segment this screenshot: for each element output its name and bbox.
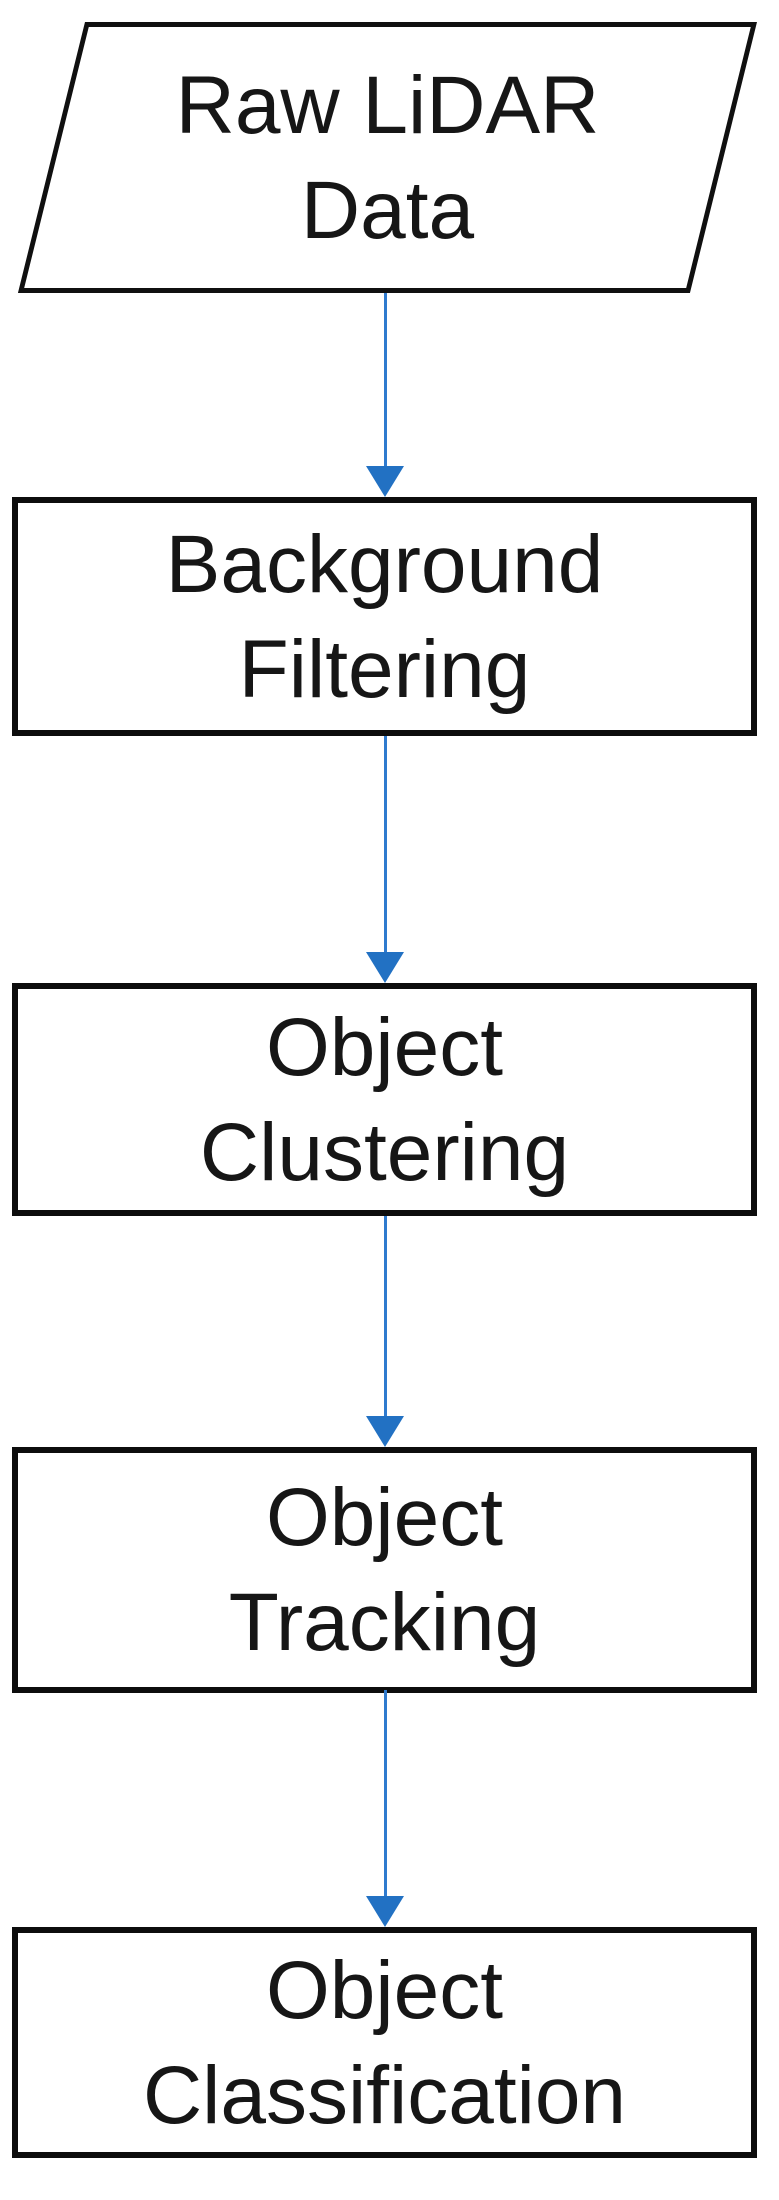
node-object-clustering-label: Object Clustering [18,989,751,1210]
arrow-down-icon [366,1896,404,1927]
arrow-connector [384,293,387,467]
node-label-line: Tracking [228,1577,541,1668]
arrow-down-icon [366,1416,404,1447]
node-object-clustering: Object Clustering [12,983,757,1216]
node-object-tracking: Object Tracking [12,1447,757,1693]
node-label-line: Object [266,1001,503,1093]
arrow-down-icon [366,466,404,497]
node-label-line: Filtering [238,623,531,715]
node-object-classification: Object Classification [12,1927,757,2158]
node-raw-lidar-data: Raw LiDAR Data [18,22,757,293]
arrow-connector [384,736,387,953]
node-raw-lidar-data-label: Raw LiDAR Data [18,22,757,293]
node-label-line: Object [266,1472,503,1563]
arrow-connector [384,1690,387,1897]
node-label-line: Clustering [199,1106,570,1198]
node-label-line: Classification [142,2049,627,2141]
node-object-classification-label: Object Classification [18,1933,751,2152]
node-label-line: Raw LiDAR [175,59,600,151]
node-object-tracking-label: Object Tracking [18,1453,751,1687]
node-label-line: Background [165,518,604,610]
arrow-connector [384,1216,387,1417]
node-background-filtering: Background Filtering [12,497,757,736]
node-label-line: Object [266,1944,503,2036]
node-label-line: Data [300,164,475,256]
arrow-down-icon [366,952,404,983]
node-background-filtering-label: Background Filtering [18,503,751,730]
